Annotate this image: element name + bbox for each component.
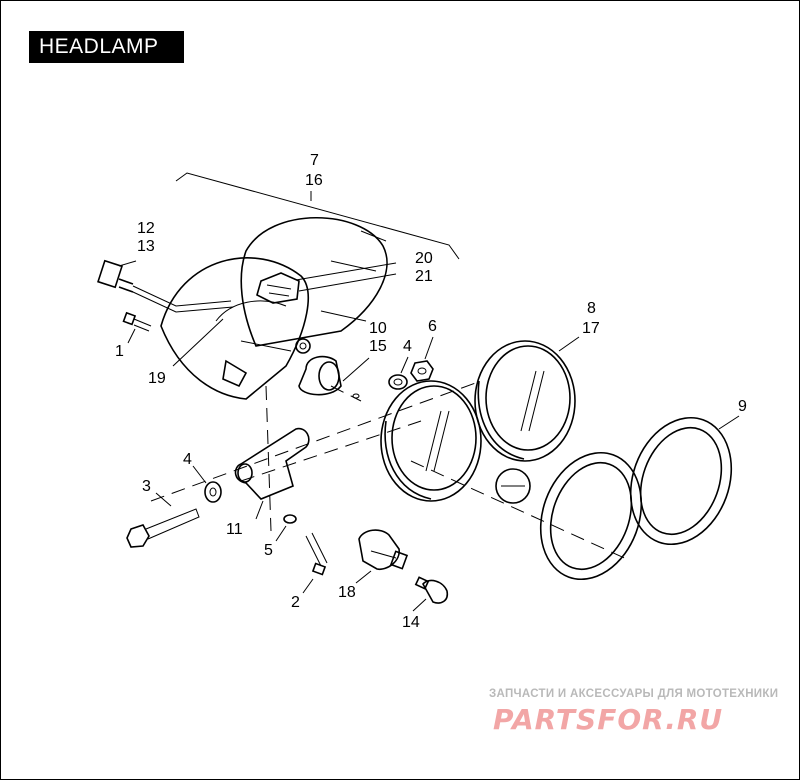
bulb-socket-part <box>298 355 360 399</box>
callout-12: 12 <box>137 220 155 237</box>
callout-18: 18 <box>338 584 356 601</box>
callout-19: 19 <box>148 370 166 387</box>
callout-8: 8 <box>587 300 596 317</box>
wire-connector-part <box>97 259 234 313</box>
callout-1: 1 <box>115 343 124 360</box>
trim-rings-part <box>539 416 733 581</box>
callout-4b: 4 <box>403 338 412 355</box>
watermark-logo: PARTSFOR.RU <box>493 703 723 736</box>
assembly-centerlines <box>150 380 632 562</box>
callout-3: 3 <box>142 478 151 495</box>
watermark-caption: ЗАПЧАСТИ И АКСЕССУАРЫ ДЛЯ МОТОТЕХНИКИ <box>489 688 779 700</box>
callout-20: 20 <box>415 250 433 267</box>
callout-9: 9 <box>738 398 747 415</box>
sealed-beam-lamps-part <box>380 340 576 502</box>
callout-13: 13 <box>137 238 155 255</box>
callout-14: 14 <box>402 614 420 631</box>
callout-2: 2 <box>291 594 300 611</box>
callout-5: 5 <box>264 542 273 559</box>
page-title: HEADLAMP <box>29 31 184 63</box>
callout-6: 6 <box>428 318 437 335</box>
bolt-3-part <box>126 481 222 548</box>
callout-15: 15 <box>369 338 387 355</box>
bulb-socket-18-part <box>358 529 449 604</box>
housing-bracket <box>175 172 460 260</box>
washer-nut-part <box>388 360 434 390</box>
callout-17: 17 <box>582 320 600 337</box>
callout-11: 11 <box>226 521 243 538</box>
emblem-part <box>495 468 531 504</box>
screw-2-part <box>283 514 328 576</box>
callout-21: 21 <box>415 268 433 285</box>
mount-bracket-part <box>234 427 310 500</box>
callout-16: 16 <box>305 172 323 189</box>
callout-10: 10 <box>369 320 387 337</box>
callout-7: 7 <box>310 152 319 169</box>
callout-4a: 4 <box>183 451 192 468</box>
watermark-logo-text: PARTSFOR.RU <box>493 703 723 736</box>
callout-labels: 1 2 3 4 4 5 6 7 16 8 17 9 10 15 11 12 13… <box>115 152 747 631</box>
headlamp-housing-part <box>160 216 388 400</box>
callout-leaders <box>118 260 740 612</box>
screw-1-part <box>122 311 152 332</box>
